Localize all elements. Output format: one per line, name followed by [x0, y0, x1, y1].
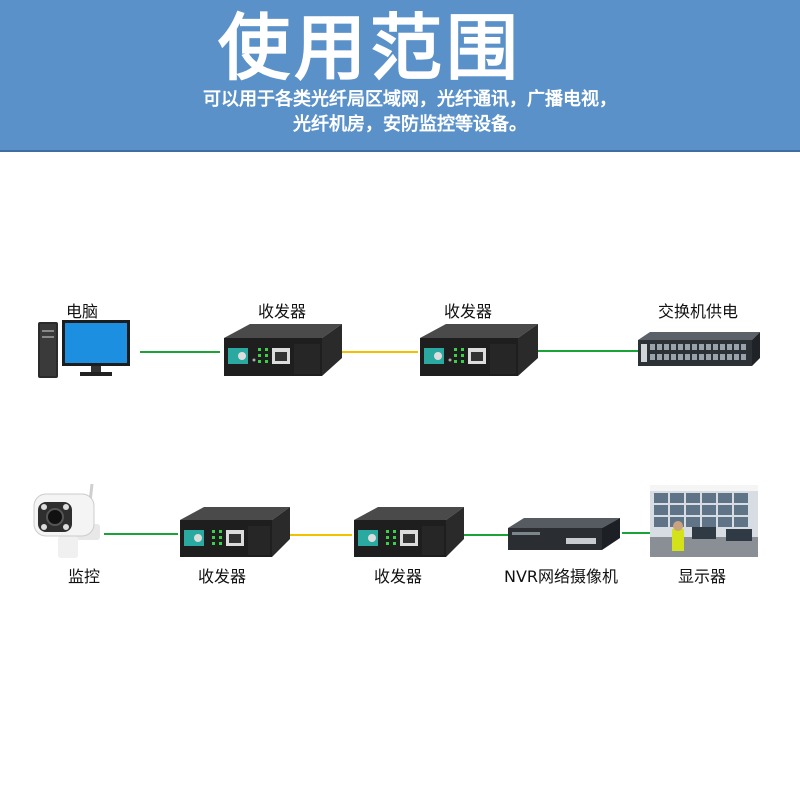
- camera-label: 监控: [68, 563, 100, 587]
- network-switch-icon: [636, 330, 762, 368]
- security-camera-icon: [30, 480, 104, 560]
- computer-icon: [36, 318, 132, 380]
- monitoring-room-image: [650, 485, 758, 557]
- transceiver-label: 收发器: [258, 298, 306, 322]
- monitor-label: 显示器: [678, 563, 726, 587]
- fiber-cable: [342, 351, 418, 353]
- copper-cable: [622, 532, 650, 534]
- copper-cable: [140, 351, 220, 353]
- nvr-label: NVR网络摄像机: [504, 563, 618, 587]
- copper-cable: [104, 533, 178, 535]
- fiber-transceiver-icon: [220, 322, 344, 378]
- fiber-transceiver-icon: [416, 322, 540, 378]
- switch-label: 交换机供电: [658, 298, 738, 322]
- subtitle-line-1: 可以用于各类光纤局区域网，光纤通讯，广播电视，: [150, 88, 670, 112]
- transceiver-label: 收发器: [198, 563, 246, 587]
- copper-cable: [464, 534, 510, 536]
- fiber-transceiver-icon: [350, 505, 466, 559]
- fiber-cable: [290, 534, 352, 536]
- subtitle-line-2: 光纤机房，安防监控等设备。: [150, 113, 670, 137]
- page-title: 使用范围: [0, 6, 740, 90]
- header-banner: 使用范围 可以用于各类光纤局区域网，光纤通讯，广播电视， 光纤机房，安防监控等设…: [0, 0, 800, 152]
- nvr-recorder-icon: [506, 516, 622, 552]
- fiber-transceiver-icon: [176, 505, 292, 559]
- transceiver-label: 收发器: [444, 298, 492, 322]
- transceiver-label: 收发器: [374, 563, 422, 587]
- copper-cable: [530, 350, 640, 352]
